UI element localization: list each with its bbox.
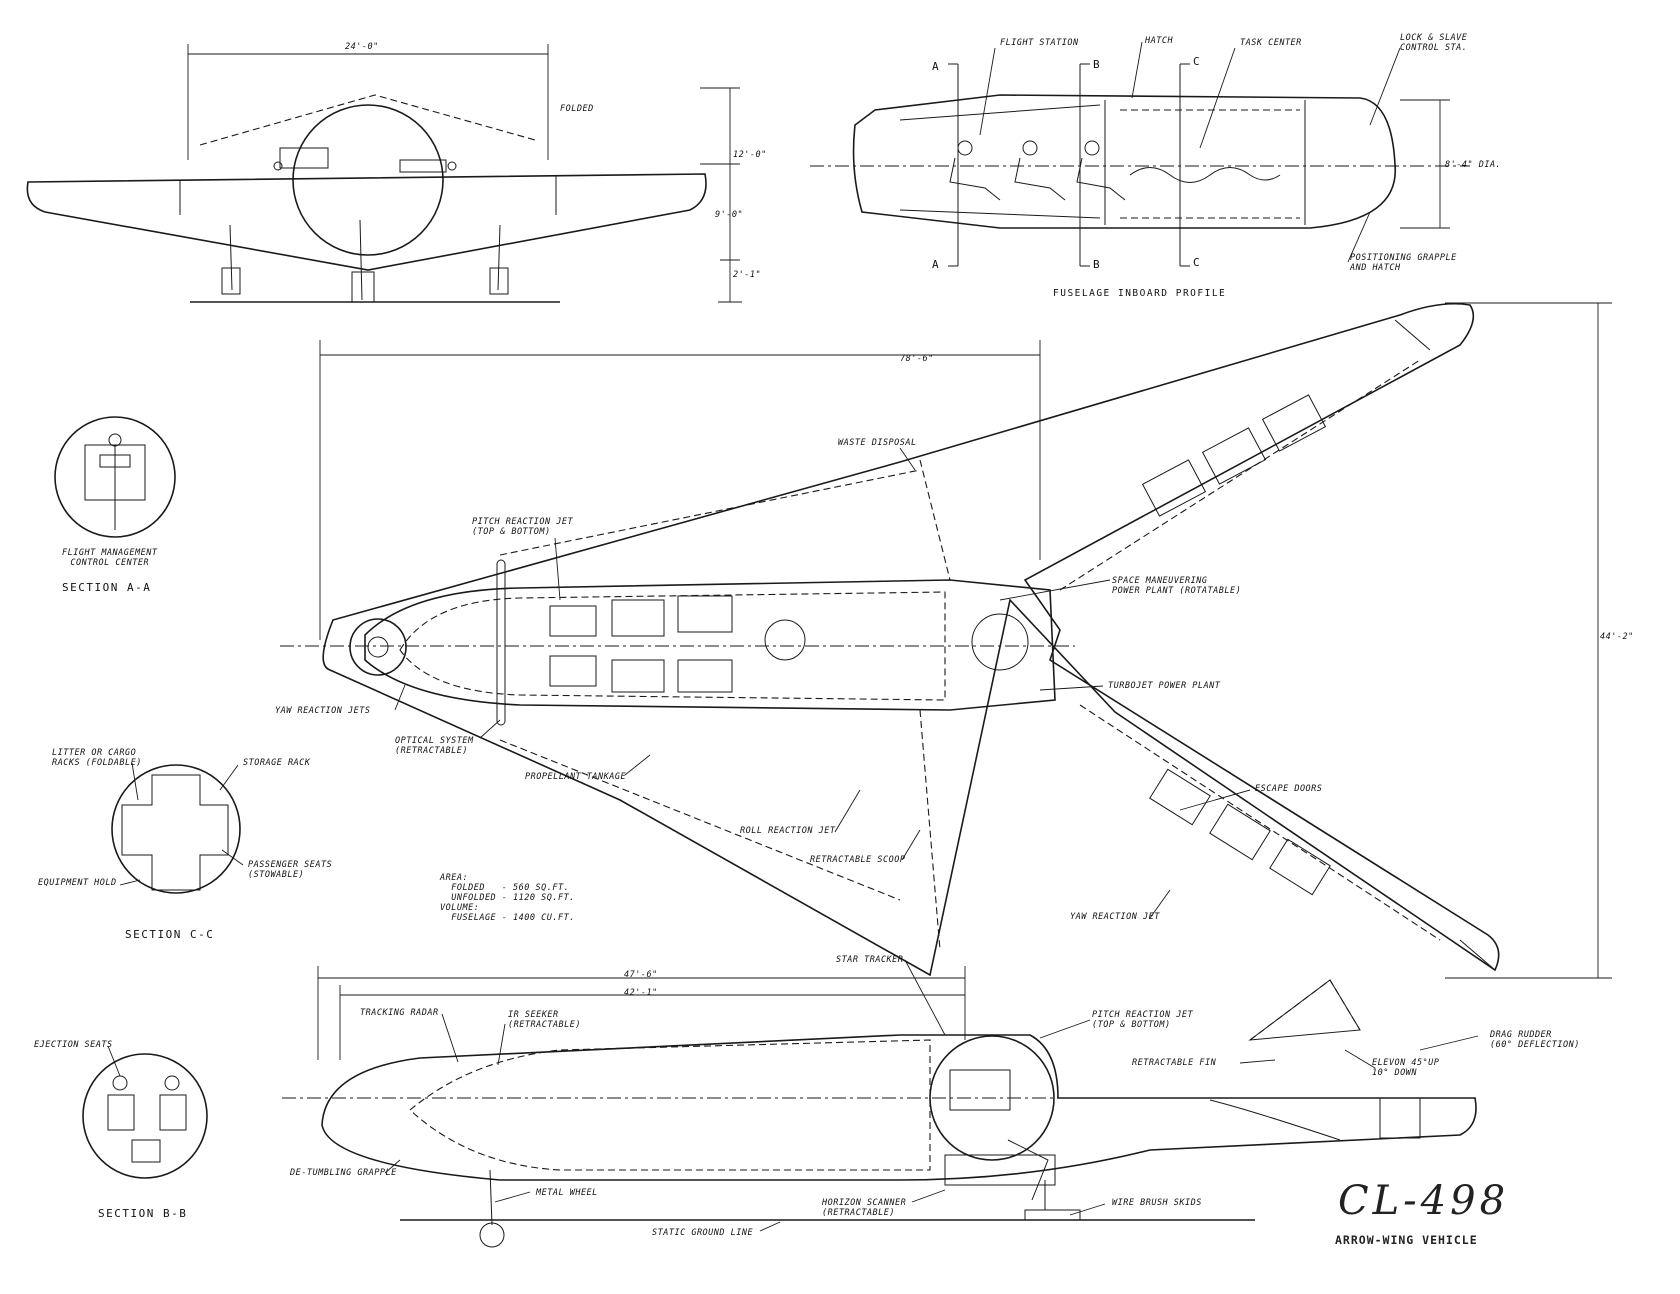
label-elevon: ELEVON 45°UP 10° DOWN — [1372, 1058, 1440, 1078]
label-ejection-seats: EJECTION SEATS — [34, 1040, 113, 1050]
cut-mark-a-top: A — [932, 60, 941, 73]
label-task-center: TASK CENTER — [1240, 38, 1302, 48]
label-area-volume-block: AREA: FOLDED - 560 SQ.FT. UNFOLDED - 112… — [440, 873, 575, 923]
label-propellant-tankage: PROPELLANT TANKAGE — [525, 772, 627, 782]
plan-view — [280, 302, 1612, 979]
dim-plan-span: 44'-2" — [1600, 632, 1634, 642]
label-turbojet: TURBOJET POWER PLANT — [1108, 681, 1221, 691]
dim-side-length-1: 47'-6" — [624, 970, 658, 980]
label-fuselage-inboard-profile: FUSELAGE INBOARD PROFILE — [1053, 288, 1227, 299]
cut-mark-b-top: B — [1093, 58, 1102, 71]
title-section-cc: SECTION C-C — [125, 928, 215, 941]
label-drag-rudder: DRAG RUDDER (60° DEFLECTION) — [1490, 1030, 1580, 1050]
label-lock-slave-station: LOCK & SLAVE CONTROL STA. — [1400, 33, 1468, 53]
label-storage-rack: STORAGE RACK — [243, 758, 311, 768]
label-waste-disposal: WASTE DISPOSAL — [838, 438, 917, 448]
label-passenger-seats: PASSENGER SEATS (STOWABLE) — [248, 860, 333, 880]
title-section-bb: SECTION B-B — [98, 1207, 188, 1220]
cut-mark-c-bottom: C — [1193, 256, 1202, 269]
label-flight-management-control-center: FLIGHT MANAGEMENT CONTROL CENTER — [62, 548, 158, 568]
drawing-title-name: ARROW-WING VEHICLE — [1335, 1233, 1478, 1247]
label-roll-reaction-jet: ROLL REACTION JET — [740, 826, 836, 836]
dim-front-h3: 2'-1" — [733, 270, 762, 280]
cut-mark-c-top: C — [1193, 55, 1202, 68]
label-pitch-reaction-jet-side: PITCH REACTION JET (TOP & BOTTOM) — [1092, 1010, 1194, 1030]
label-static-ground-line: STATIC GROUND LINE — [652, 1228, 754, 1238]
label-flight-station: FLIGHT STATION — [1000, 38, 1079, 48]
label-retractable-scoop: RETRACTABLE SCOOP — [810, 855, 906, 865]
label-tracking-radar: TRACKING RADAR — [360, 1008, 439, 1018]
dim-front-h1: 12'-0" — [733, 150, 767, 160]
label-ir-seeker: IR SEEKER (RETRACTABLE) — [508, 1010, 582, 1030]
section-cc-drawing — [111, 762, 244, 894]
section-bb-drawing — [82, 1045, 208, 1179]
dim-front-h2: 9'-0" — [715, 210, 744, 220]
label-positioning-grapple: POSITIONING GRAPPLE AND HATCH — [1350, 253, 1457, 273]
label-wire-brush-skids: WIRE BRUSH SKIDS — [1112, 1198, 1202, 1208]
label-equipment-hold: EQUIPMENT HOLD — [38, 878, 117, 888]
label-litter-cargo-racks: LITTER OR CARGO RACKS (FOLDABLE) — [52, 748, 142, 768]
label-space-maneuvering-plant: SPACE MANEUVERING POWER PLANT (ROTATABLE… — [1112, 576, 1242, 596]
label-hatch: HATCH — [1145, 36, 1174, 46]
front-view — [26, 44, 742, 303]
label-folded: FOLDED — [560, 104, 594, 114]
label-horizon-scanner: HORIZON SCANNER (RETRACTABLE) — [822, 1198, 907, 1218]
drawing-title-model: CL-498 — [1338, 1178, 1510, 1224]
label-yaw-reaction-jets: YAW REACTION JETS — [275, 706, 371, 716]
label-retractable-fin: RETRACTABLE FIN — [1132, 1058, 1217, 1068]
title-section-aa: SECTION A-A — [62, 581, 152, 594]
label-yaw-reaction-jet: YAW REACTION JET — [1070, 912, 1160, 922]
cut-mark-a-bottom: A — [932, 258, 941, 271]
section-aa-drawing — [54, 416, 176, 538]
inboard-profile — [810, 41, 1470, 267]
cut-mark-b-bottom: B — [1093, 258, 1102, 271]
dim-plan-length: 78'-6" — [900, 354, 934, 364]
side-elevation — [282, 959, 1479, 1248]
label-escape-doors: ESCAPE DOORS — [1255, 784, 1323, 794]
dim-front-span: 24'-0" — [345, 42, 379, 52]
label-detumbling-grapple: DE-TUMBLING GRAPPLE — [290, 1168, 397, 1178]
label-star-tracker: STAR TRACKER — [836, 955, 904, 965]
label-optical-system: OPTICAL SYSTEM (RETRACTABLE) — [395, 736, 474, 756]
label-metal-wheel: METAL WHEEL — [536, 1188, 598, 1198]
label-pitch-reaction-jet: PITCH REACTION JET (TOP & BOTTOM) — [472, 517, 574, 537]
dim-side-length-2: 42'-1" — [624, 988, 658, 998]
dim-fuselage-diameter: 8'-4" DIA. — [1445, 160, 1502, 170]
